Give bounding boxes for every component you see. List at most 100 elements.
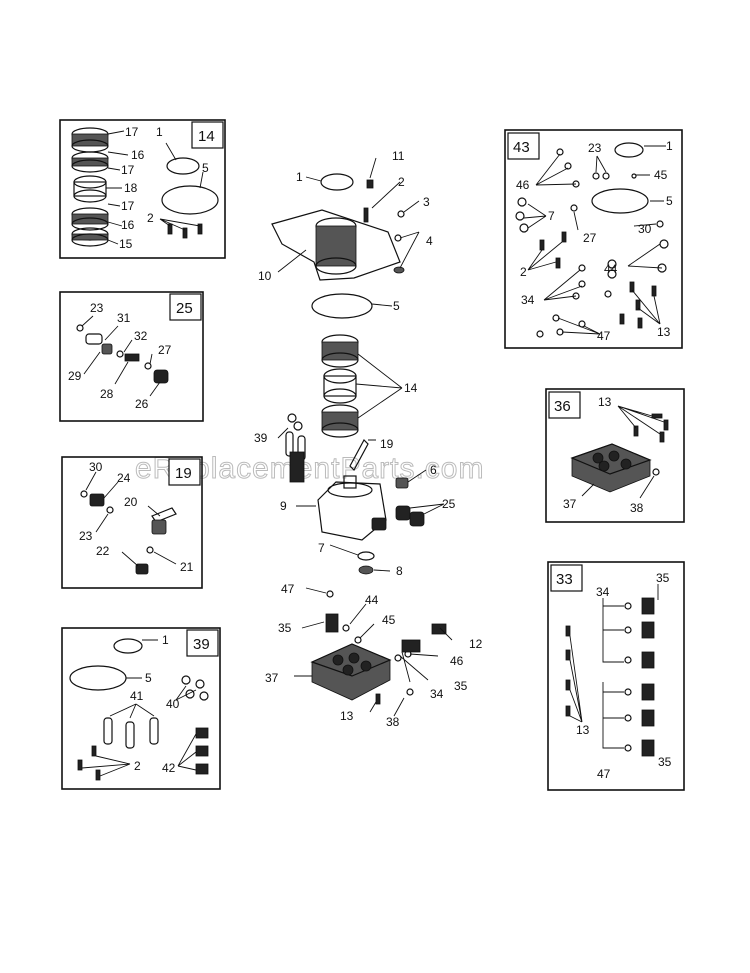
kit-tag-43: 43 <box>513 139 530 156</box>
plug-38 <box>406 688 414 696</box>
kit-tag-14: 14 <box>198 128 215 145</box>
svg-text:44: 44 <box>604 262 618 276</box>
svg-text:5: 5 <box>202 161 209 175</box>
crankcase-flange-10 <box>271 209 401 281</box>
kit-box-19: 19 30 24 23 20 22 21 <box>61 456 203 589</box>
kit-tag-25: 25 <box>176 300 193 317</box>
svg-text:38: 38 <box>386 715 400 729</box>
o-ring-5 <box>311 293 373 319</box>
kit-tag-39: 39 <box>193 636 210 653</box>
svg-text:3: 3 <box>423 195 430 209</box>
bolt-2 <box>363 207 369 223</box>
svg-text:18: 18 <box>124 181 138 195</box>
svg-text:24: 24 <box>117 471 131 485</box>
svg-text:5: 5 <box>145 671 152 685</box>
valve-body-37 <box>310 643 392 701</box>
bolts-2 <box>77 745 101 781</box>
seal-stack-14 <box>321 334 359 438</box>
svg-text:22: 22 <box>96 544 110 558</box>
svg-text:35: 35 <box>656 571 670 585</box>
svg-text:47: 47 <box>597 329 611 343</box>
svg-text:35: 35 <box>278 621 292 635</box>
svg-text:42: 42 <box>162 761 176 775</box>
svg-text:35: 35 <box>658 755 672 769</box>
bolts-13 <box>565 625 571 717</box>
svg-text:13: 13 <box>598 395 612 409</box>
svg-text:39: 39 <box>254 431 268 445</box>
plug-38 <box>652 468 660 476</box>
svg-text:16: 16 <box>131 148 145 162</box>
main-pump-assembly: 1 11 2 3 4 10 5 14 39 19 6 9 25 7 8 47 4… <box>254 149 483 729</box>
kit-box-33: 33 34 35 13 47 35 <box>547 561 685 791</box>
svg-text:5: 5 <box>666 194 673 208</box>
svg-text:15: 15 <box>119 237 133 251</box>
svg-text:1: 1 <box>666 139 673 153</box>
manifold-9 <box>317 475 387 541</box>
svg-text:35: 35 <box>454 679 468 693</box>
svg-text:11: 11 <box>392 149 405 163</box>
svg-text:27: 27 <box>158 343 172 357</box>
svg-text:2: 2 <box>134 759 141 773</box>
svg-text:34: 34 <box>596 585 610 599</box>
svg-text:32: 32 <box>134 329 148 343</box>
kit-box-39: 39 1 5 41 40 2 42 <box>61 627 221 790</box>
plug-8 <box>358 565 374 575</box>
svg-text:8: 8 <box>396 564 403 578</box>
svg-text:5: 5 <box>393 299 400 313</box>
svg-text:13: 13 <box>657 325 671 339</box>
svg-text:30: 30 <box>89 460 103 474</box>
valve-springs-right <box>394 623 447 662</box>
kit-tag-19: 19 <box>175 465 192 482</box>
svg-text:13: 13 <box>340 709 354 723</box>
svg-text:27: 27 <box>583 231 597 245</box>
svg-text:2: 2 <box>520 265 527 279</box>
svg-text:34: 34 <box>430 687 444 701</box>
svg-text:17: 17 <box>121 199 135 213</box>
svg-text:26: 26 <box>135 397 149 411</box>
svg-text:14: 14 <box>404 381 418 395</box>
svg-text:1: 1 <box>156 125 163 139</box>
svg-text:4: 4 <box>426 234 433 248</box>
washers-40 <box>181 675 209 701</box>
bolts-13 <box>539 231 657 329</box>
svg-text:9: 9 <box>280 499 287 513</box>
valve-body-37 <box>570 443 652 493</box>
svg-text:21: 21 <box>180 560 194 574</box>
springs-42 <box>195 727 209 775</box>
svg-text:25: 25 <box>442 497 456 511</box>
svg-text:19: 19 <box>380 437 394 451</box>
fitting-19 <box>349 439 369 471</box>
svg-text:47: 47 <box>597 767 611 781</box>
plug-11 <box>366 179 374 189</box>
svg-text:7: 7 <box>318 541 325 555</box>
svg-text:13: 13 <box>576 723 590 737</box>
plungers-39 <box>285 413 306 483</box>
svg-text:44: 44 <box>365 593 379 607</box>
svg-text:29: 29 <box>68 369 82 383</box>
spring-35 <box>325 613 339 633</box>
svg-text:47: 47 <box>281 582 295 596</box>
svg-text:23: 23 <box>79 529 93 543</box>
kit-box-25: 25 23 31 32 27 29 28 26 <box>59 291 204 422</box>
valve-spring-sets <box>624 597 655 757</box>
seal-stack-parts <box>71 127 109 247</box>
svg-text:10: 10 <box>258 269 272 283</box>
washer-3 <box>397 210 405 218</box>
o-ring-1 <box>166 157 200 175</box>
svg-text:37: 37 <box>265 671 279 685</box>
bolt-13 <box>375 693 381 705</box>
svg-text:31: 31 <box>117 311 131 325</box>
svg-text:16: 16 <box>121 218 135 232</box>
plungers-41 <box>103 717 159 749</box>
o-ring-1 <box>320 173 354 191</box>
svg-text:38: 38 <box>630 501 644 515</box>
svg-text:2: 2 <box>398 175 405 189</box>
o-ring-5 <box>161 185 219 215</box>
svg-text:1: 1 <box>162 633 169 647</box>
svg-text:40: 40 <box>166 697 180 711</box>
svg-text:45: 45 <box>382 613 396 627</box>
svg-text:34: 34 <box>521 293 535 307</box>
svg-text:23: 23 <box>90 301 104 315</box>
svg-text:37: 37 <box>563 497 577 511</box>
